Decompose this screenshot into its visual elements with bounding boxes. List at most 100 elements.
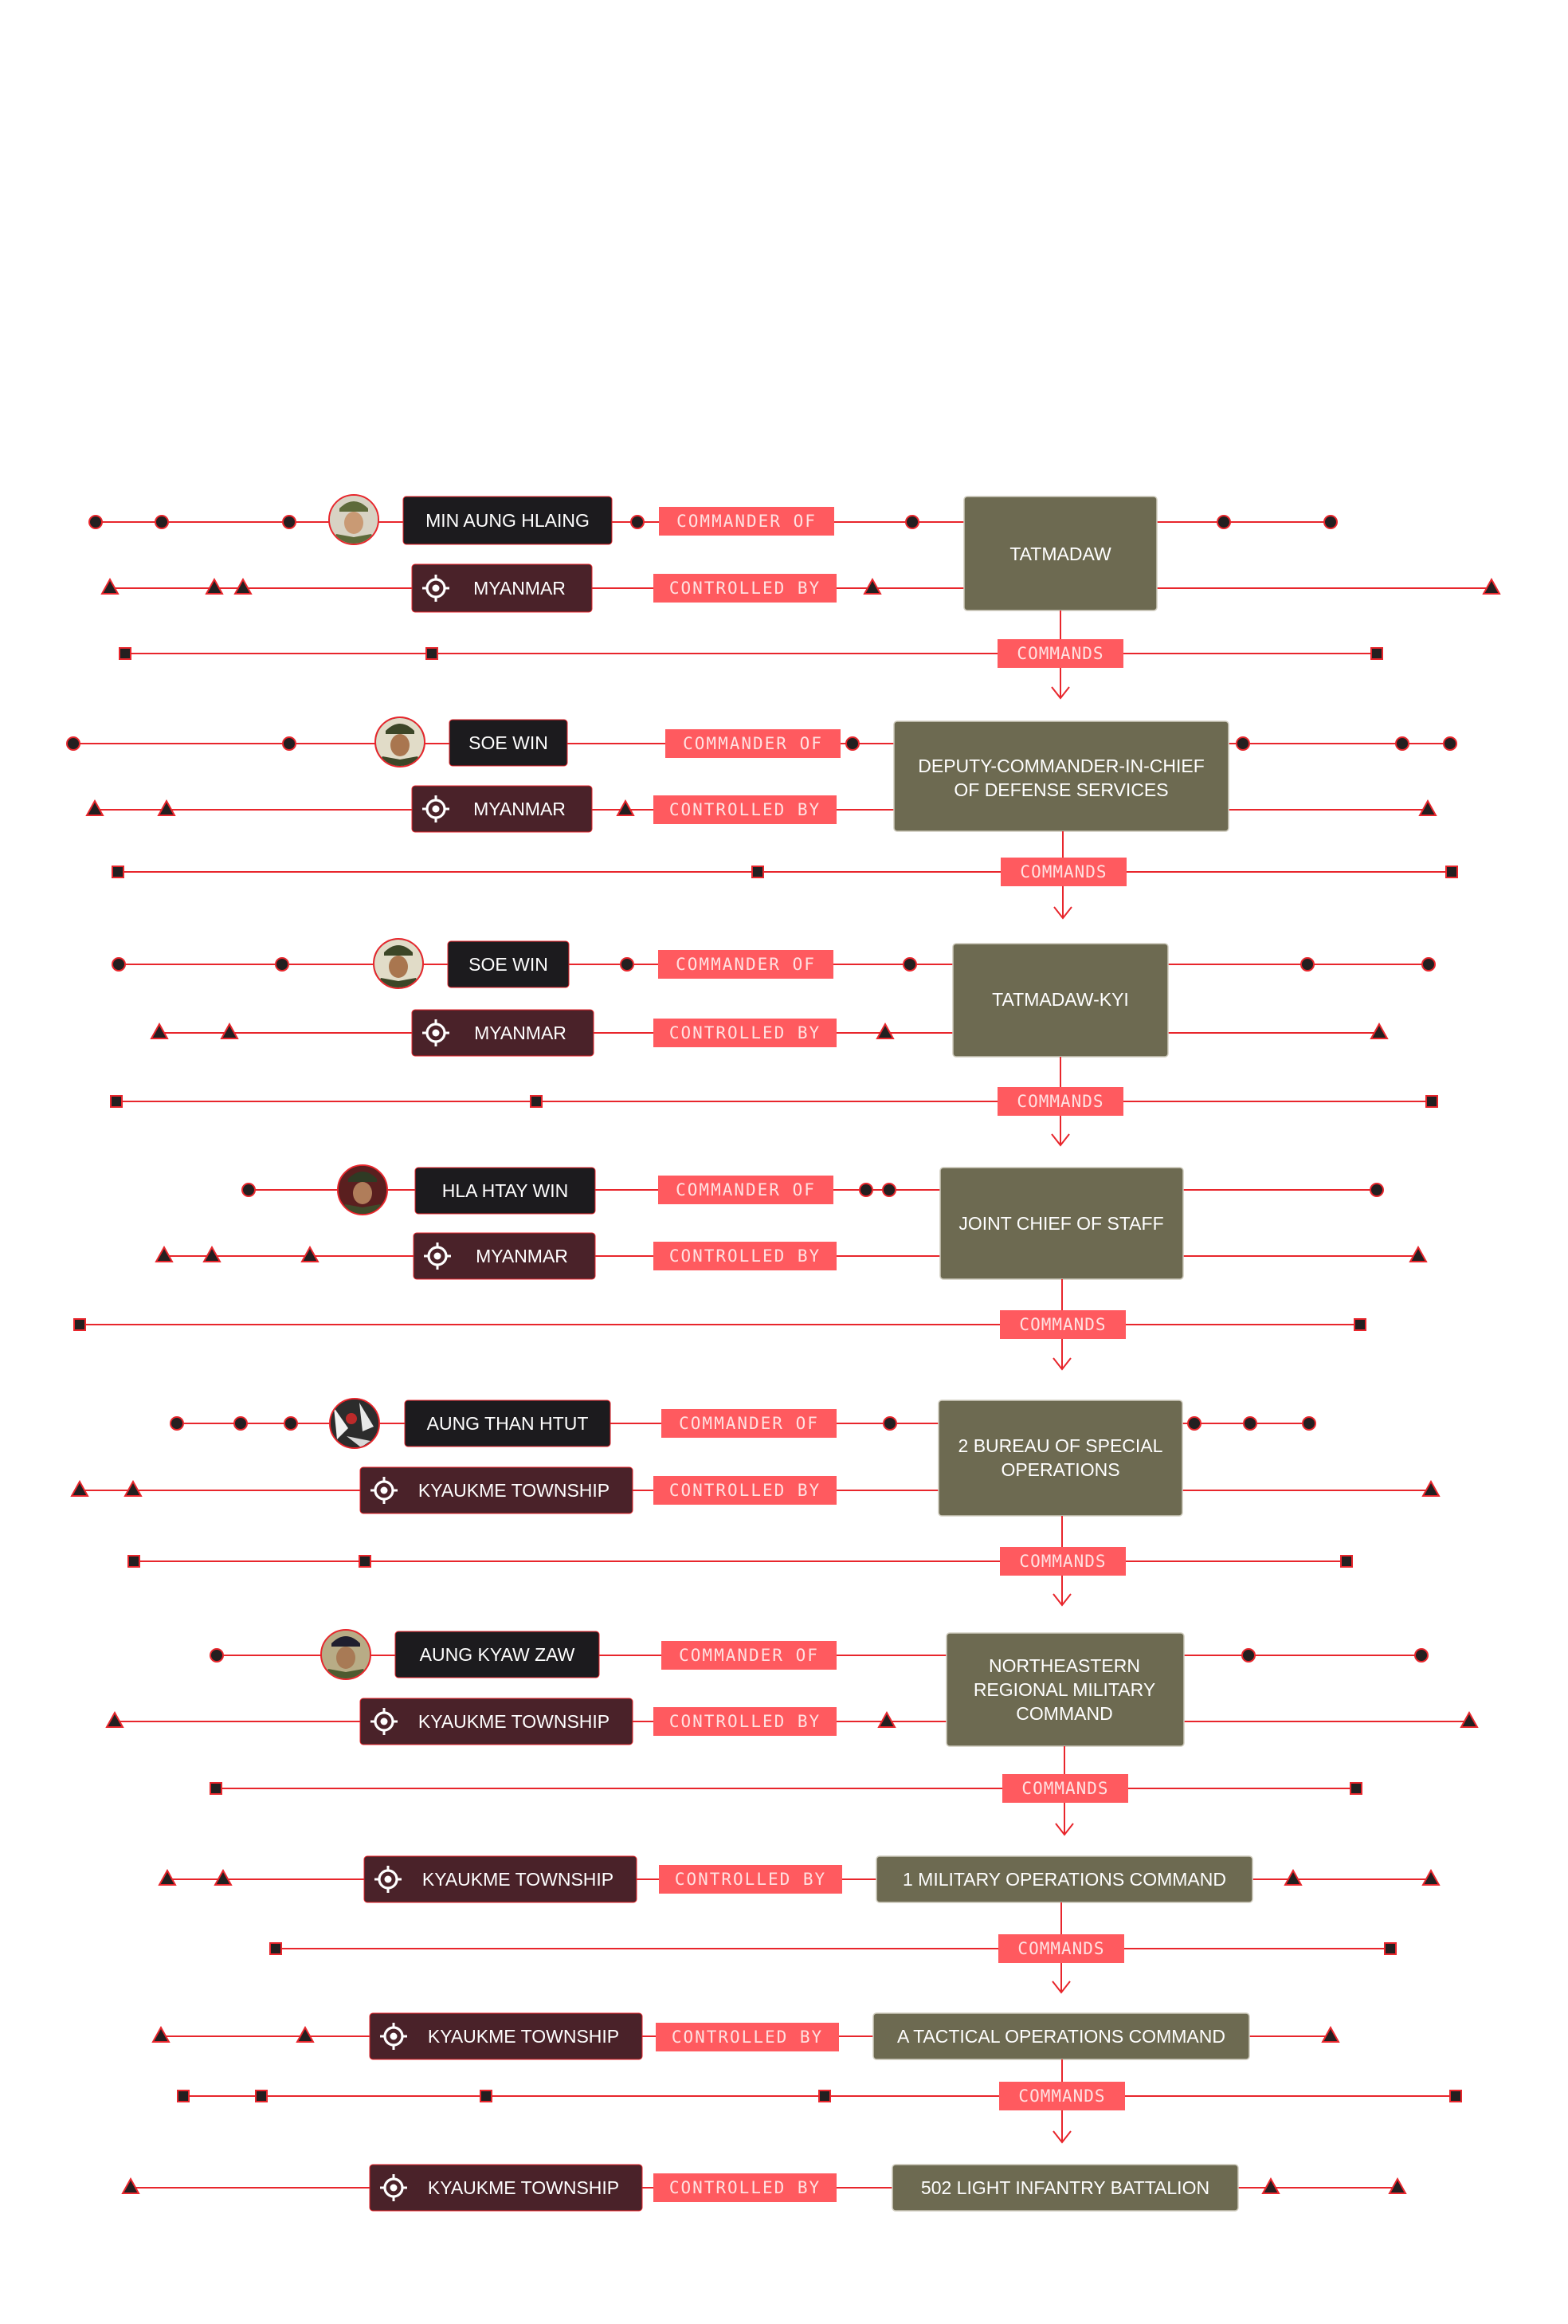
dot-marker: [1244, 1417, 1256, 1430]
dot-marker: [89, 516, 102, 528]
dot-marker: [621, 958, 633, 971]
square-marker: [1446, 866, 1457, 877]
square-marker: [1350, 1783, 1362, 1794]
unit-name-line: REGIONAL MILITARY: [974, 1679, 1155, 1700]
triangle-marker: [1263, 2179, 1279, 2193]
dot-marker: [283, 737, 296, 750]
dot-marker: [1370, 1184, 1383, 1196]
commands-connector: COMMANDS: [1001, 831, 1127, 918]
row-deputy-commander: SOE WIN COMMANDER OF MYANMAR CONTROLLED …: [67, 717, 1457, 918]
commands-connector-line: [210, 1783, 1362, 1794]
square-marker: [120, 648, 131, 659]
square-marker: [359, 1556, 370, 1567]
relation-text: COMMANDS: [1017, 644, 1103, 663]
dot-marker: [906, 516, 919, 528]
location-node[interactable]: MYANMAR: [412, 786, 592, 832]
unit-node[interactable]: 2 BUREAU OF SPECIAL OPERATIONS: [939, 1400, 1182, 1516]
dot-marker: [1242, 1649, 1255, 1662]
commands-connector: COMMANDS: [998, 1057, 1123, 1145]
person-node[interactable]: AUNG KYAW ZAW: [395, 1631, 599, 1678]
unit-node[interactable]: TATMADAW: [964, 497, 1157, 610]
person-node[interactable]: AUNG THAN HTUT: [405, 1400, 610, 1447]
person-node[interactable]: SOE WIN: [448, 941, 569, 987]
row-light-infantry-battalion: KYAUKME TOWNSHIP CONTROLLED BY 502 LIGHT…: [123, 2165, 1405, 2211]
unit-name: JOINT CHIEF OF STAFF: [958, 1213, 1163, 1234]
relation-text: COMMANDER OF: [679, 1646, 819, 1665]
relation-text: CONTROLLED BY: [669, 579, 821, 598]
square-marker: [1341, 1556, 1352, 1567]
location-node[interactable]: KYAUKME TOWNSHIP: [360, 1467, 633, 1513]
triangle-marker: [617, 801, 633, 815]
relation-text: CONTROLLED BY: [669, 800, 821, 819]
person-node[interactable]: HLA HTAY WIN: [415, 1168, 595, 1214]
dot-marker: [1396, 737, 1409, 750]
triangle-marker: [1410, 1247, 1426, 1262]
unit-name-line: DEPUTY-COMMANDER-IN-CHIEF: [918, 756, 1205, 776]
commands-connector: COMMANDS: [1002, 1746, 1128, 1835]
dot-marker: [1303, 1417, 1315, 1430]
row-bureau-special-operations: AUNG THAN HTUT COMMANDER OF KYAUKME TOWN…: [72, 1399, 1439, 1605]
square-marker: [256, 2090, 267, 2102]
row-northeastern-command: AUNG KYAW ZAW COMMANDER OF KYAUKME TOWNS…: [107, 1630, 1477, 1835]
unit-node[interactable]: NORTHEASTERN REGIONAL MILITARY COMMAND: [947, 1633, 1184, 1746]
location-name: KYAUKME TOWNSHIP: [418, 1480, 610, 1501]
dot-marker: [1217, 516, 1230, 528]
location-node[interactable]: KYAUKME TOWNSHIP: [370, 2013, 642, 2059]
location-node[interactable]: KYAUKME TOWNSHIP: [370, 2165, 642, 2211]
person-name: AUNG KYAW ZAW: [420, 1644, 575, 1665]
location-node[interactable]: MYANMAR: [414, 1233, 595, 1279]
dot-marker: [631, 516, 644, 528]
dot-marker: [242, 1184, 255, 1196]
person-node[interactable]: SOE WIN: [449, 720, 567, 766]
triangle-marker: [1323, 2028, 1339, 2042]
avatar: [330, 1399, 379, 1448]
square-marker: [819, 2090, 830, 2102]
relation-text: COMMANDER OF: [676, 512, 817, 531]
location-node[interactable]: MYANMAR: [412, 564, 592, 612]
unit-name: 1 MILITARY OPERATIONS COMMAND: [903, 1869, 1226, 1890]
unit-node[interactable]: 502 LIGHT INFANTRY BATTALION: [892, 2165, 1238, 2211]
triangle-marker: [864, 579, 880, 594]
location-name: KYAUKME TOWNSHIP: [428, 2026, 619, 2047]
person-name: AUNG THAN HTUT: [427, 1413, 589, 1434]
row-tatmadaw: MIN AUNG HLAING COMMANDER OF MYANMAR CON…: [89, 495, 1499, 698]
location-node[interactable]: MYANMAR: [412, 1010, 594, 1056]
unit-node[interactable]: A TACTICAL OPERATIONS COMMAND: [873, 2013, 1249, 2059]
controlled-by-label: CONTROLLED BY: [656, 2023, 839, 2051]
location-node[interactable]: KYAUKME TOWNSHIP: [364, 1856, 637, 1902]
row-tactical-operations-command: KYAUKME TOWNSHIP CONTROLLED BY A TACTICA…: [153, 2013, 1461, 2142]
unit-node[interactable]: TATMADAW-KYI: [953, 944, 1168, 1057]
commander-of-label: COMMANDER OF: [658, 1176, 833, 1204]
dot-marker: [1237, 737, 1249, 750]
controlled-by-label: CONTROLLED BY: [653, 574, 837, 603]
location-node[interactable]: KYAUKME TOWNSHIP: [360, 1698, 633, 1745]
triangle-marker: [204, 1247, 220, 1262]
triangle-marker: [1390, 2179, 1405, 2193]
location-name: KYAUKME TOWNSHIP: [428, 2177, 619, 2198]
row-tatmadaw-kyi: SOE WIN COMMANDER OF MYANMAR CONTROLLED …: [111, 939, 1437, 1145]
triangle-marker: [1461, 1713, 1477, 1727]
avatar: [375, 717, 425, 767]
unit-node[interactable]: JOINT CHIEF OF STAFF: [940, 1168, 1183, 1279]
unit-node[interactable]: DEPUTY-COMMANDER-IN-CHIEF OF DEFENSE SER…: [894, 721, 1229, 831]
relation-text: COMMANDER OF: [683, 734, 823, 753]
triangle-marker: [221, 1024, 237, 1038]
dot-marker: [284, 1417, 297, 1430]
relation-text: CONTROLLED BY: [669, 1246, 821, 1266]
controlled-by-label: CONTROLLED BY: [653, 2173, 837, 2202]
avatar: [374, 939, 423, 988]
square-marker: [178, 2090, 189, 2102]
commands-connector: COMMANDS: [999, 2059, 1125, 2142]
dot-marker: [210, 1649, 223, 1662]
unit-node[interactable]: 1 MILITARY OPERATIONS COMMAND: [876, 1856, 1252, 1902]
unit-name-line: OPERATIONS: [1001, 1459, 1119, 1480]
triangle-marker: [72, 1482, 88, 1496]
triangle-marker: [1371, 1024, 1387, 1038]
triangle-marker: [302, 1247, 318, 1262]
triangle-marker: [87, 801, 103, 815]
square-marker: [111, 1096, 122, 1107]
person-node[interactable]: MIN AUNG HLAING: [403, 497, 612, 544]
row-military-operations-command: KYAUKME TOWNSHIP CONTROLLED BY 1 MILITAR…: [159, 1856, 1439, 1992]
